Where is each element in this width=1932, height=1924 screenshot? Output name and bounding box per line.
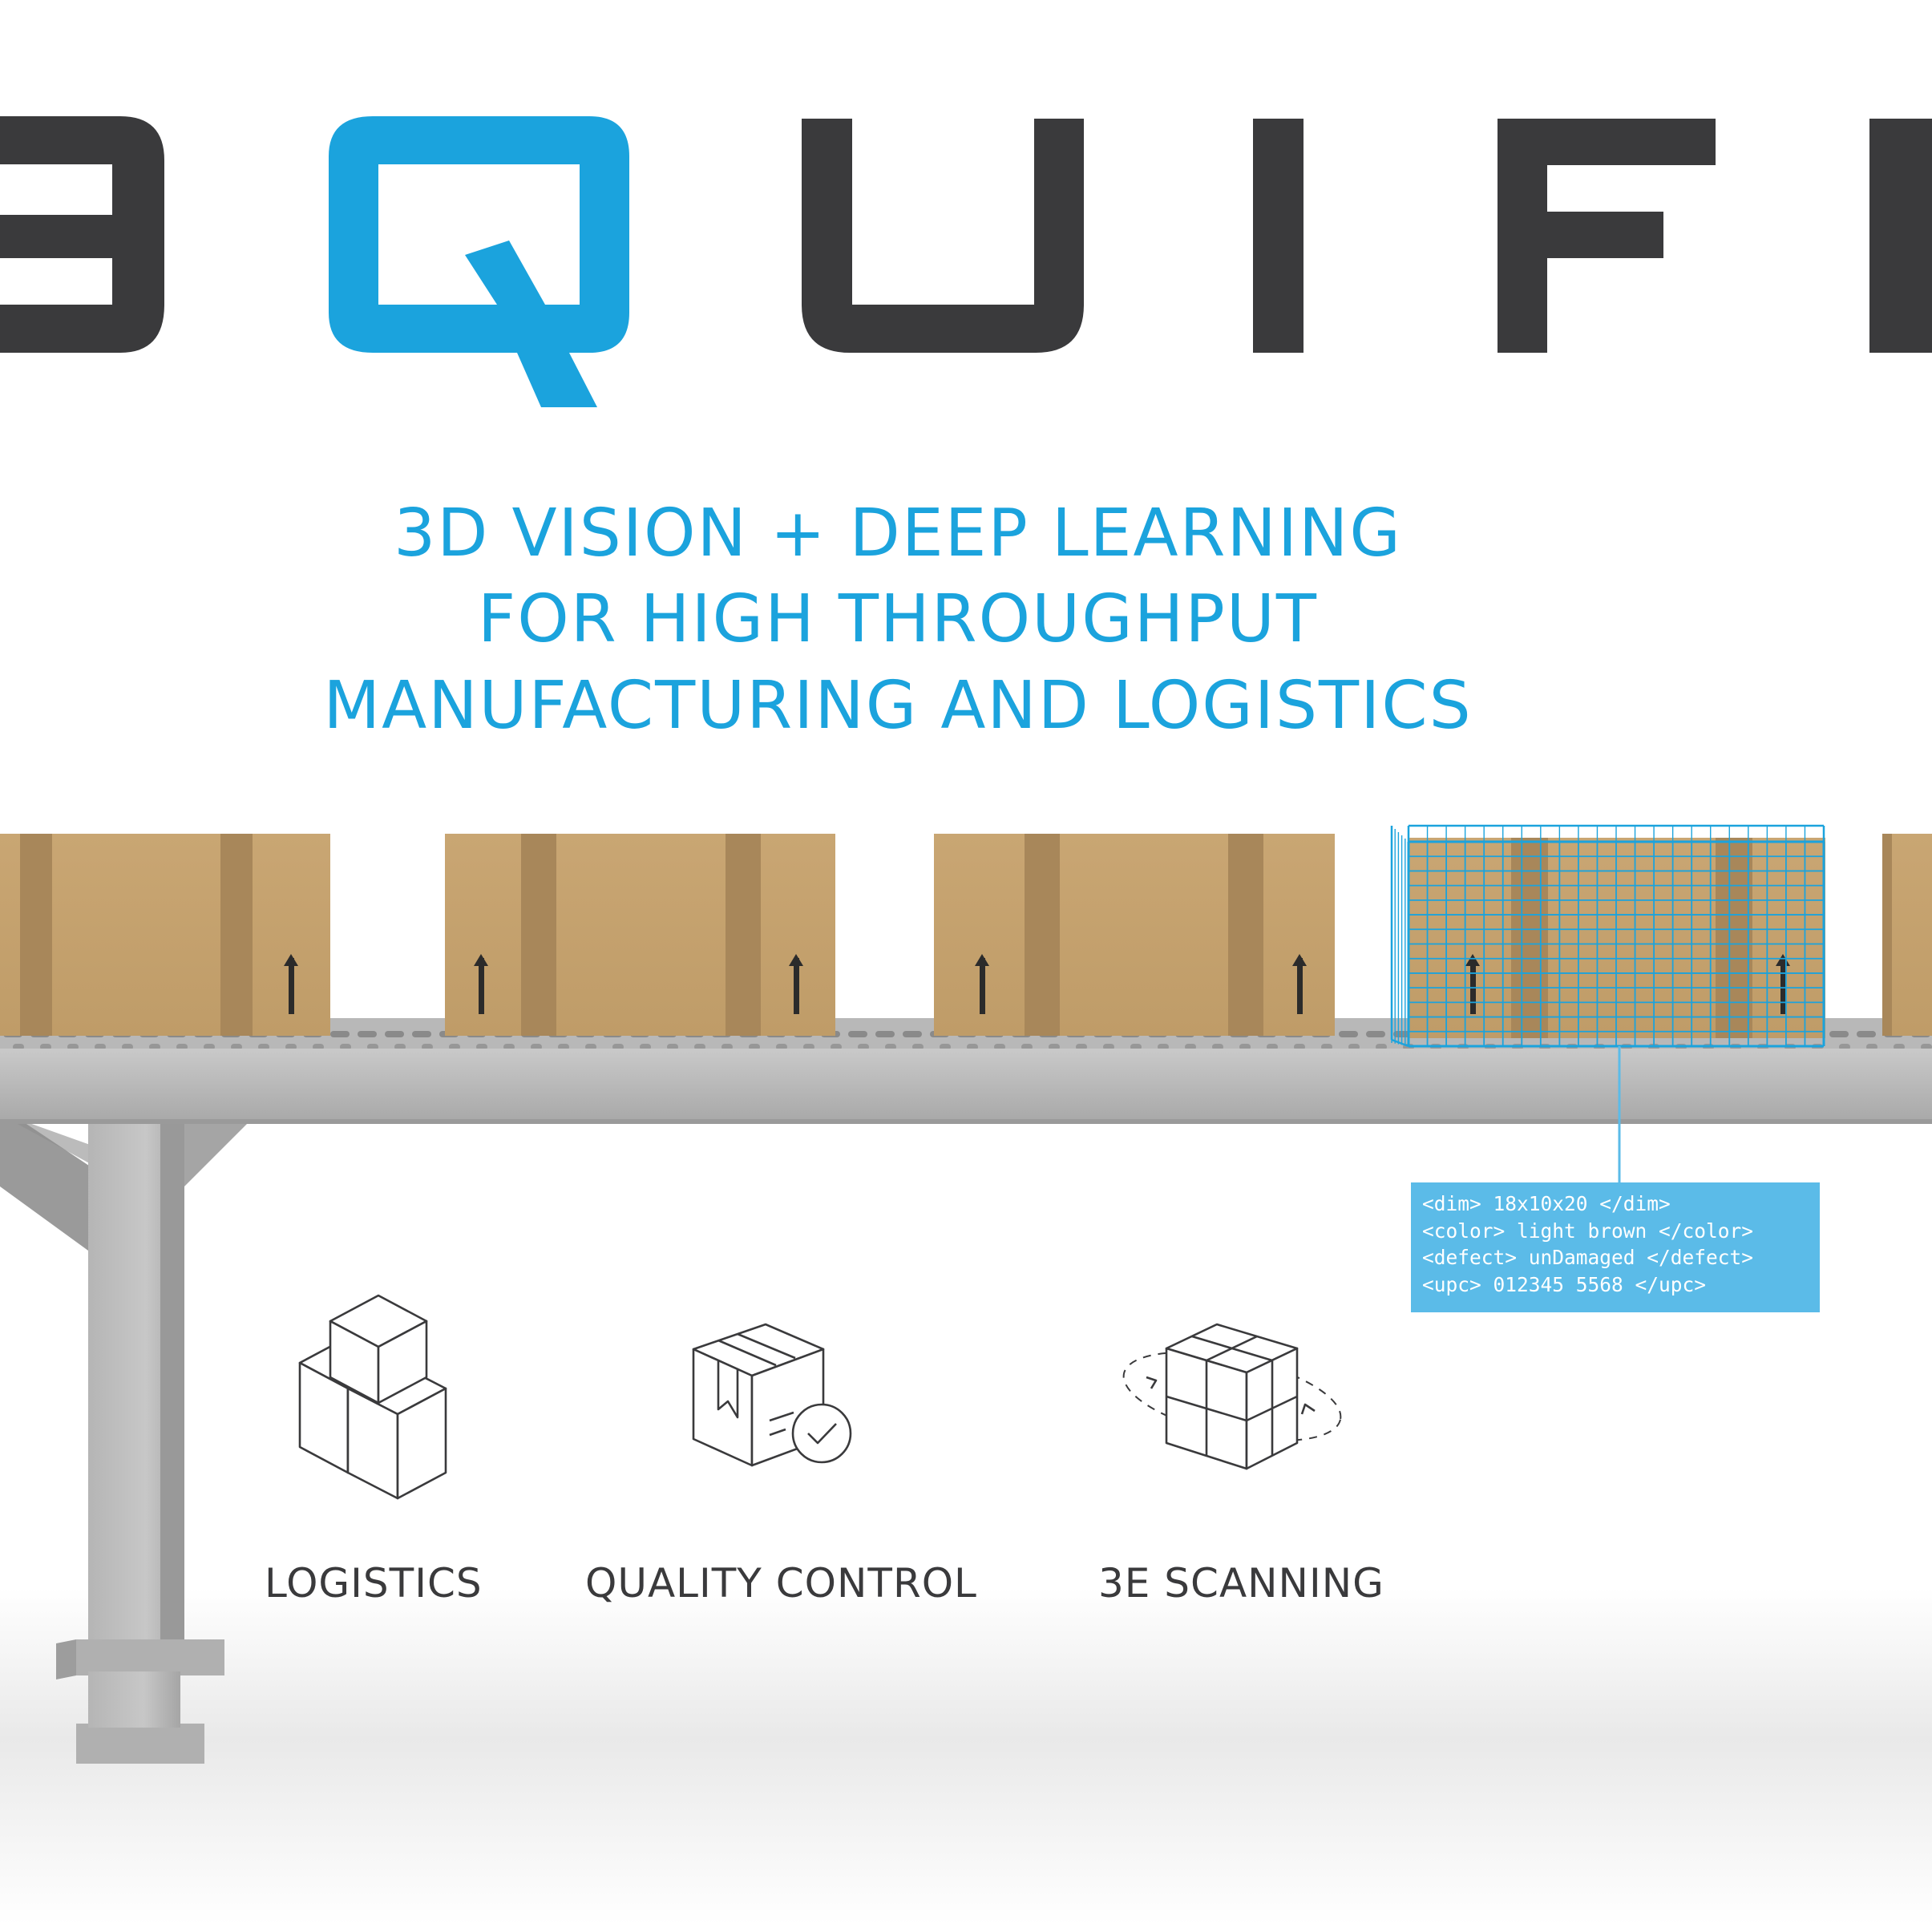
tagline-line-2: FOR HIGH THROUGHPUT — [478, 581, 1318, 657]
box-4-scanned — [1409, 838, 1825, 1038]
conveyor-supports — [0, 1106, 289, 1764]
box-check-icon — [692, 1323, 852, 1467]
logo — [0, 116, 1932, 407]
logo-letter-f — [1498, 119, 1716, 353]
scan-grid-line — [1391, 1038, 1409, 1048]
scan-info-panel: <dim> 18x10x20 </dim> <color> light brow… — [1411, 1182, 1820, 1312]
box-1 — [0, 834, 330, 1036]
tagline-line-3: MANUFACTURING AND LOGISTICS — [323, 668, 1473, 744]
service-label-3e-scanning: 3E SCANNING — [1098, 1560, 1384, 1607]
scan-dimensions: <dim> 18x10x20 </dim> — [1422, 1192, 1671, 1215]
scan-defect: <defect> unDamaged </defect> — [1422, 1246, 1754, 1269]
scan-color: <color> light brown </color> — [1422, 1219, 1754, 1243]
box-2 — [445, 834, 835, 1036]
conveyor-beam — [0, 1049, 1932, 1121]
logo-letter-q — [329, 116, 629, 407]
logo-letter-i-2 — [1869, 119, 1932, 353]
service-label-quality-control: QUALITY CONTROL — [585, 1560, 977, 1607]
floor-shadow — [0, 1587, 1932, 1924]
stacked-boxes-icon — [298, 1294, 447, 1500]
tagline-line-1: 3D VISION + DEEP LEARNING — [394, 495, 1402, 572]
logo-letter-i — [1253, 119, 1303, 353]
boxes — [0, 834, 1932, 1038]
logo-letter-3 — [0, 116, 164, 353]
cube-scan-icon — [1122, 1323, 1342, 1470]
logo-letter-u — [802, 119, 1084, 353]
box-5 — [1882, 834, 1932, 1036]
scan-upc: <upc> 012345 5568 </upc> — [1422, 1272, 1707, 1296]
box-3 — [934, 834, 1335, 1036]
scan-grid — [1390, 824, 1825, 1048]
service-label-logistics: LOGISTICS — [265, 1560, 483, 1607]
